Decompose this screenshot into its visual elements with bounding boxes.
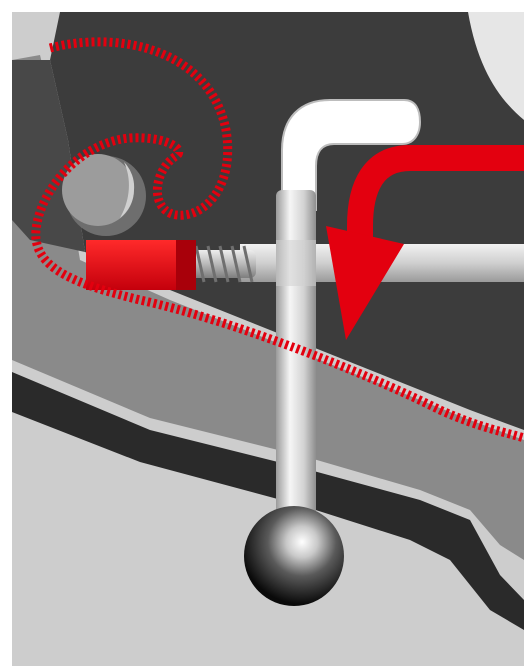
spring-icon — [190, 246, 256, 282]
red-latch-end — [176, 240, 196, 290]
ball-knob-icon — [244, 506, 344, 606]
handle-rod-crossing — [276, 240, 316, 286]
